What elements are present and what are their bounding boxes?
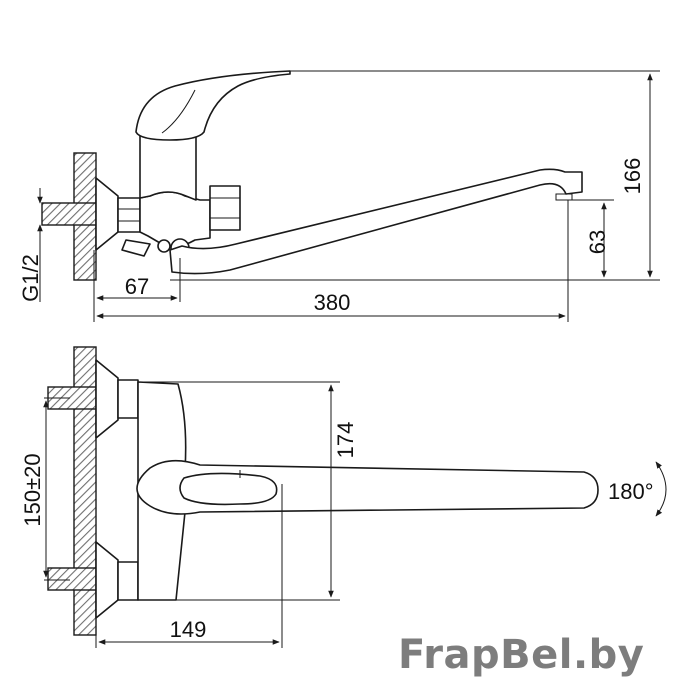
dim-spout-length: 380 [314, 290, 351, 315]
side-view-dimensions: 166 63 67 380 G1/2 [18, 70, 660, 322]
cartridge-column [139, 134, 197, 201]
dim-body-depth: 174 [333, 422, 358, 459]
eccentric-nut [117, 197, 141, 233]
diverter-knob [209, 185, 241, 231]
dim-rotation: 180° [608, 479, 654, 504]
watermark-logo: FrapBel.by [398, 632, 645, 678]
flange [95, 177, 119, 251]
lever-top [179, 472, 278, 506]
spout [169, 168, 583, 275]
wall-section-bottom [73, 346, 97, 636]
dim-offset: 67 [125, 274, 149, 299]
dim-spout-height: 63 [585, 230, 610, 254]
top-view: 180° [47, 346, 667, 636]
lower-flange [95, 541, 119, 619]
side-view [41, 70, 583, 281]
mixer-body [139, 191, 211, 247]
dim-projection: 149 [170, 617, 207, 642]
lower-thread [47, 567, 97, 591]
thread-stub [41, 202, 97, 226]
dim-center-distance: 150±20 [20, 453, 45, 526]
lever-handle [135, 70, 291, 141]
upper-flange [95, 359, 119, 439]
dim-thread: G1/2 [18, 254, 43, 302]
top-view-dimensions: 150±20 174 149 [20, 381, 358, 648]
dim-total-height: 166 [620, 158, 645, 195]
